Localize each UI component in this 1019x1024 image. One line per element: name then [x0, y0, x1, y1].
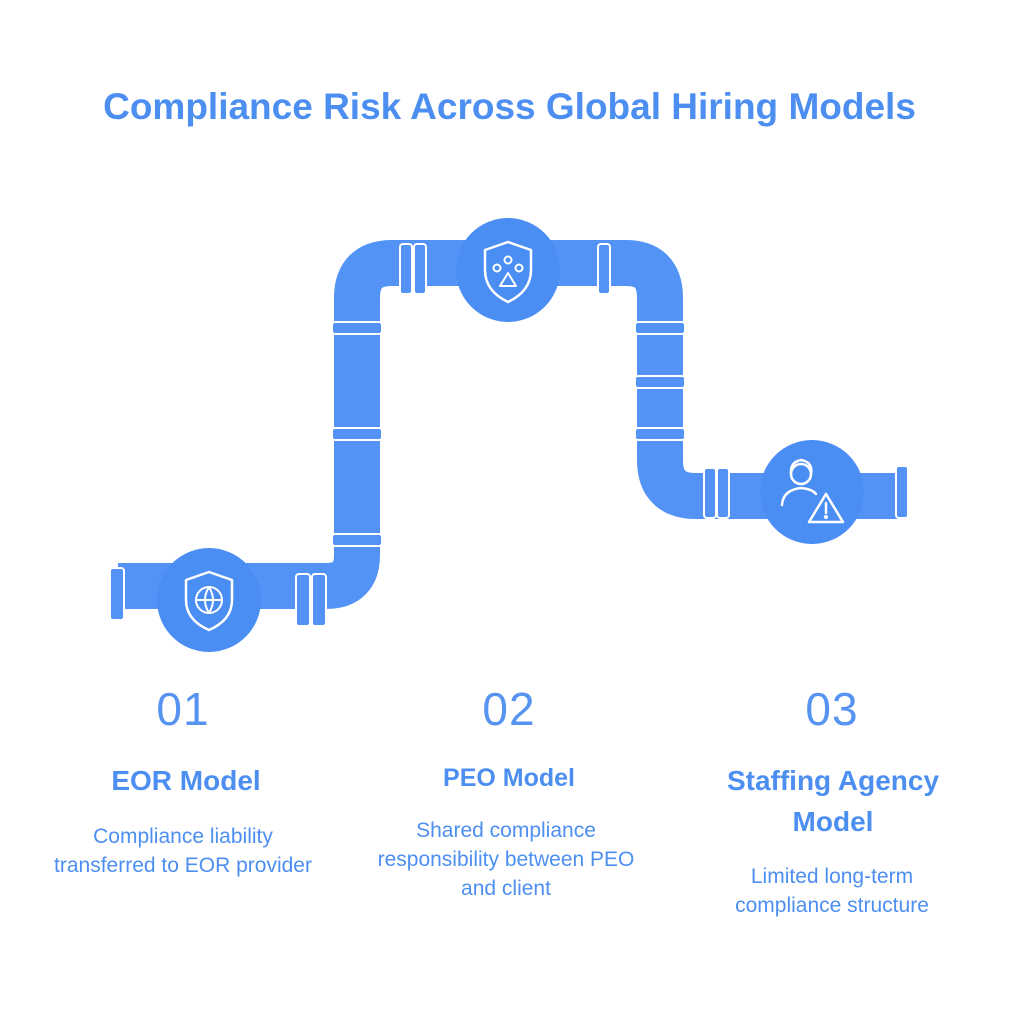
- shield-globe-icon: [184, 570, 234, 632]
- pipe-flange: [895, 465, 909, 519]
- person-warning-icon: [780, 458, 845, 524]
- pipe-flange: [331, 321, 383, 335]
- pipe-flange: [311, 573, 327, 627]
- step-2-description: Shared compliance responsibility between…: [377, 819, 635, 900]
- step-1-heading: EOR Model: [111, 765, 261, 796]
- pipe-flange: [634, 427, 686, 441]
- step-1-node: [157, 548, 261, 652]
- step-1-number: 01: [156, 683, 210, 735]
- pipe-flange: [597, 243, 611, 295]
- step-3-description: Limited long-term compliance structure: [735, 865, 929, 917]
- step-2-node: [456, 218, 560, 322]
- pipe-flange: [634, 375, 686, 389]
- pipe-flange: [331, 427, 383, 441]
- pipe-flange: [331, 533, 383, 547]
- step-2-heading: PEO Model: [443, 764, 575, 792]
- pipe-flange: [399, 243, 413, 295]
- pipe-flange: [703, 467, 717, 519]
- shield-network-icon: [483, 240, 533, 304]
- page-title: Compliance Risk Across Global Hiring Mod…: [103, 86, 916, 127]
- step-1-description: Compliance liability transferred to EOR …: [54, 825, 312, 877]
- step-3-node: [760, 440, 864, 544]
- pipe-flange: [109, 567, 125, 621]
- step-3-number: 03: [805, 683, 859, 735]
- pipe-flange: [634, 321, 686, 335]
- pipe-flange: [413, 243, 427, 295]
- pipe-flange: [716, 467, 730, 519]
- pipe-flange: [295, 573, 311, 627]
- step-2-number: 02: [482, 683, 536, 735]
- step-3-heading: Staffing Agency Model: [726, 765, 940, 837]
- pipe-segment: [118, 240, 898, 609]
